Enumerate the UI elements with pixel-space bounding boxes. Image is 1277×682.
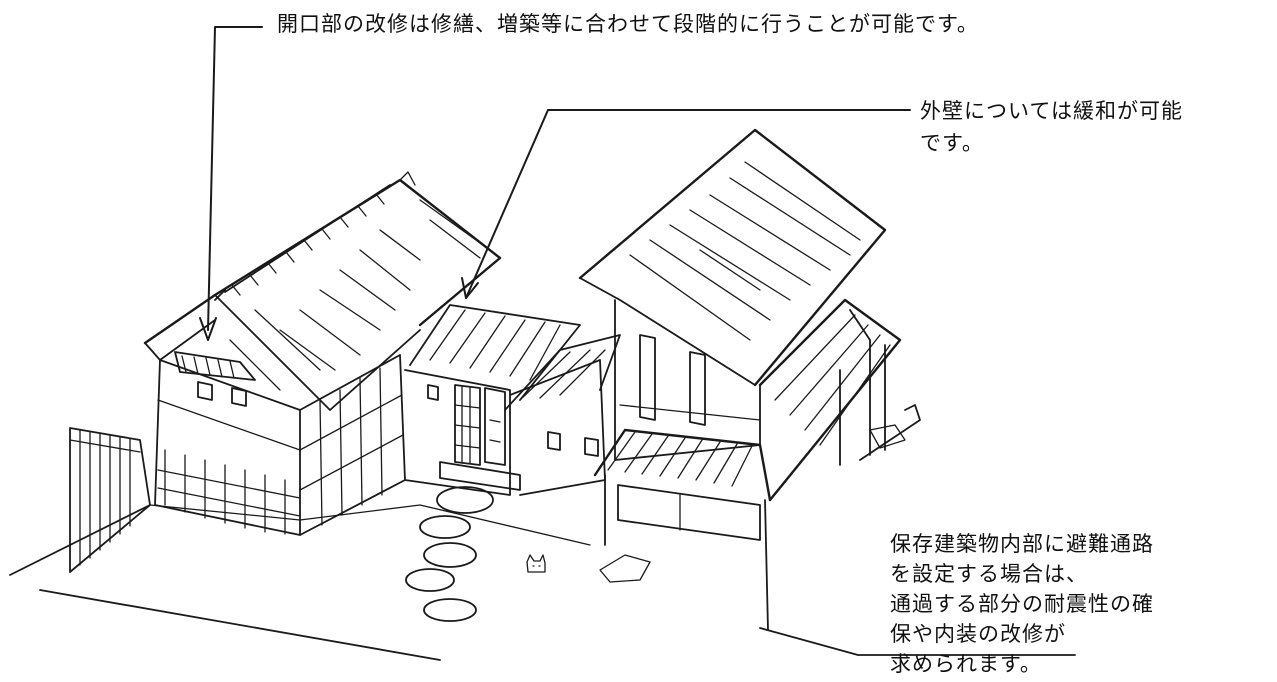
stepping-stones [405,486,494,622]
entrance-block [404,304,621,496]
exterior-wall-line-2: です。 [920,131,984,155]
left-storehouse [143,171,502,536]
evacuation-route-annotation: 保存建築物内部に避難通路 を設定する場合は、 通過する部分の耐震性の確 保や内装… [890,529,1154,679]
left-fence [69,427,151,573]
exterior-wall-annotation: 外壁については緩和が可能 です。 [920,95,1183,159]
evacuation-route-line-3: 通過する部分の耐震性の確 [890,592,1154,616]
evacuation-route-line-2: を設定する場合は、 [890,562,1088,586]
evacuation-route-line-1: 保存建築物内部に避難通路 [890,532,1154,556]
right-tall-block [578,128,906,631]
exterior-wall-line-1: 外壁については緩和が可能 [920,99,1183,123]
evacuation-route-line-4: 保や内装の改修が [890,622,1066,646]
leader-lines [199,26,911,341]
cat-icon [526,554,546,573]
evacuation-route-line-5: 求められます。 [890,652,1042,676]
opening-renovation-annotation: 開口部の改修は修繕、増築等に合わせて段階的に行うことが可能です。 [277,12,979,36]
